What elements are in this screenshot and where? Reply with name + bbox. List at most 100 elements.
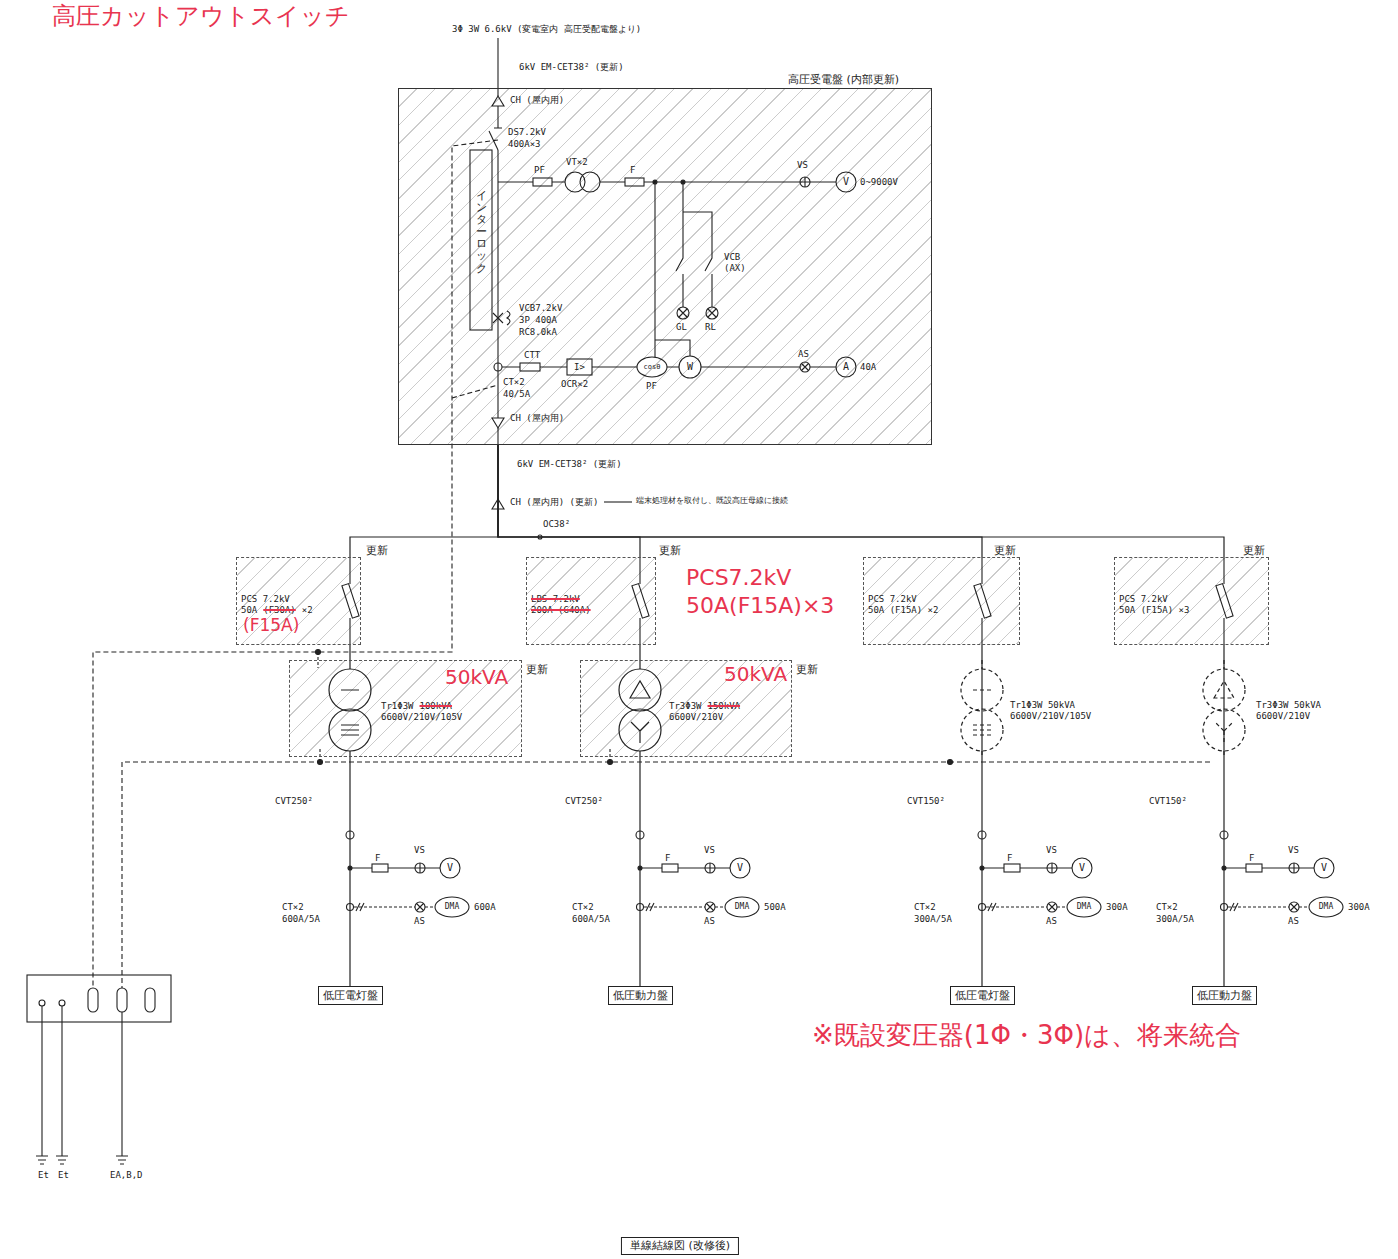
meter-letter: V	[737, 863, 743, 873]
drawing-stroke	[978, 831, 1101, 917]
drawing-stroke	[27, 975, 171, 1022]
box-heading: 更新	[366, 544, 388, 557]
spec-label: VS	[1288, 845, 1299, 855]
text-row: 低圧電灯盤	[955, 989, 1010, 1002]
meter-letter: DMA	[1077, 903, 1091, 911]
box-label: Tr3Φ3W	[669, 701, 702, 712]
drawing-stroke	[346, 831, 469, 917]
drawing-stroke	[39, 1000, 45, 1006]
meter-letter: V	[1079, 863, 1085, 873]
spec-label: Et	[38, 1170, 49, 1180]
box-heading: 高圧受電盤 (内部更新)	[788, 73, 899, 86]
box-label: 低圧動力盤	[1197, 989, 1252, 1002]
handwritten-note: PCS7.2kV	[686, 566, 791, 589]
spec-label: 端末処理材を取付し、既設高圧母線に接続	[636, 496, 788, 505]
transformer-box: 更新Tr3Φ3W150kVA6600V/210V	[580, 660, 792, 757]
spec-label: 300A	[1106, 902, 1128, 912]
switch-box: 更新PCS 7.2kV50A (F15A) ×2	[863, 557, 1020, 645]
spec-label: CVT250²	[275, 796, 313, 806]
drawing-stroke	[36, 1156, 48, 1164]
text-row: 低圧電灯盤	[323, 989, 378, 1002]
box-heading: 更新	[659, 544, 681, 557]
switch-box: 更新PCS 7.2kV50A(F30A)×2	[236, 557, 361, 645]
spec-label: VS	[1046, 845, 1057, 855]
spec-label: VS	[704, 845, 715, 855]
box-heading: 更新	[526, 663, 548, 676]
box-heading: 更新	[796, 663, 818, 676]
spec-label: CVT150²	[1149, 796, 1187, 806]
spec-label: F	[1249, 853, 1254, 863]
box-label: PCS 7.2kV	[241, 594, 290, 605]
text-row: 更新	[796, 663, 818, 676]
switch-box: 更新PCS 7.2kV50A (F15A) ×3	[1114, 557, 1269, 645]
spec-label: AS	[704, 916, 715, 926]
spec-label: 500A	[764, 902, 786, 912]
drawing-stroke	[56, 1156, 68, 1164]
spec-label: VS	[414, 845, 425, 855]
feeder-metering	[346, 831, 1343, 917]
text-row: PCS 7.2kV	[1119, 594, 1168, 605]
spec-label: OC38²	[543, 519, 570, 529]
drawing-stroke	[116, 1156, 128, 1164]
text-row: PCS 7.2kV	[868, 594, 917, 605]
spec-label: 600A/5A	[282, 914, 320, 924]
meter-letter: DMA	[735, 903, 749, 911]
cable-connector	[981, 645, 982, 986]
box-heading: 更新	[994, 544, 1016, 557]
spec-label: CVT150²	[907, 796, 945, 806]
spec-label: 6600V/210V/105V	[1010, 711, 1091, 721]
text-row: 更新	[1243, 544, 1265, 557]
distribution-panel: 低圧電灯盤	[318, 986, 383, 1005]
earthing	[27, 748, 1210, 1164]
spec-label: EA,B,D	[110, 1170, 143, 1180]
spec-label: 6600V/210V	[1256, 711, 1310, 721]
spec-label: F	[665, 853, 670, 863]
drawing-stroke	[59, 1000, 65, 1006]
box-label: 50A (F15A) ×3	[1119, 605, 1189, 616]
text-row: LBS 7.2kV	[531, 594, 580, 605]
text-row: 更新	[659, 544, 681, 557]
cable-connector	[498, 445, 640, 557]
cable-connector	[498, 445, 982, 557]
box-heading: 更新	[1243, 544, 1265, 557]
box-label: PCS 7.2kV	[1119, 594, 1168, 605]
spec-label: 300A	[1348, 902, 1370, 912]
box-label: 200A (G40A)	[531, 605, 591, 616]
spec-label: CT×2	[1156, 902, 1178, 912]
box-label: 100kVA	[420, 701, 453, 712]
box-label: 低圧動力盤	[613, 989, 668, 1002]
spec-label: CT×2	[914, 902, 936, 912]
spec-label: Tr1Φ3W 50kVA	[1010, 700, 1075, 710]
meter-letter: DMA	[1319, 903, 1333, 911]
drawing-caption: 単線結線図 (改修後)	[621, 1237, 739, 1255]
text-row: 50A(F30A)×2	[241, 605, 313, 616]
cable-connector	[1223, 645, 1224, 986]
cable-connector	[639, 645, 640, 660]
box-label: 50A (F15A) ×2	[868, 605, 938, 616]
spec-label: CT×2	[572, 902, 594, 912]
spec-label: Tr3Φ3W 50kVA	[1256, 700, 1321, 710]
handwritten-note: ※既設変圧器(1Φ・3Φ)は、将来統合	[812, 1022, 1241, 1049]
spec-label: 300A/5A	[1156, 914, 1194, 924]
box-label: 150kVA	[708, 701, 741, 712]
box-label: 6600V/210V/105V	[381, 712, 462, 723]
text-row: PCS 7.2kV	[241, 594, 290, 605]
spec-label: 3Φ 3W 6.6kV (変電室内 高圧受配電盤より)	[452, 24, 641, 34]
meter-letter: V	[1321, 863, 1327, 873]
spec-label: 6kV EM-CET38² (更新)	[519, 62, 624, 72]
spec-label: 300A/5A	[914, 914, 952, 924]
spec-label: 6kV EM-CET38² (更新)	[517, 459, 622, 469]
spec-label: AS	[1046, 916, 1057, 926]
transformer-box: 更新Tr1Φ3W100kVA6600V/210V/105V	[289, 660, 522, 757]
text-row: 低圧動力盤	[1197, 989, 1252, 1002]
meter-letter: DMA	[445, 903, 459, 911]
handwritten-note: 50A(F15A)×3	[686, 594, 834, 617]
cable-connector	[349, 757, 350, 986]
box-label: 6600V/210V	[669, 712, 723, 723]
text-row: 200A (G40A)	[531, 605, 591, 616]
box-label: 低圧電灯盤	[955, 989, 1010, 1002]
spec-label: AS	[1288, 916, 1299, 926]
box-label: PCS 7.2kV	[868, 594, 917, 605]
